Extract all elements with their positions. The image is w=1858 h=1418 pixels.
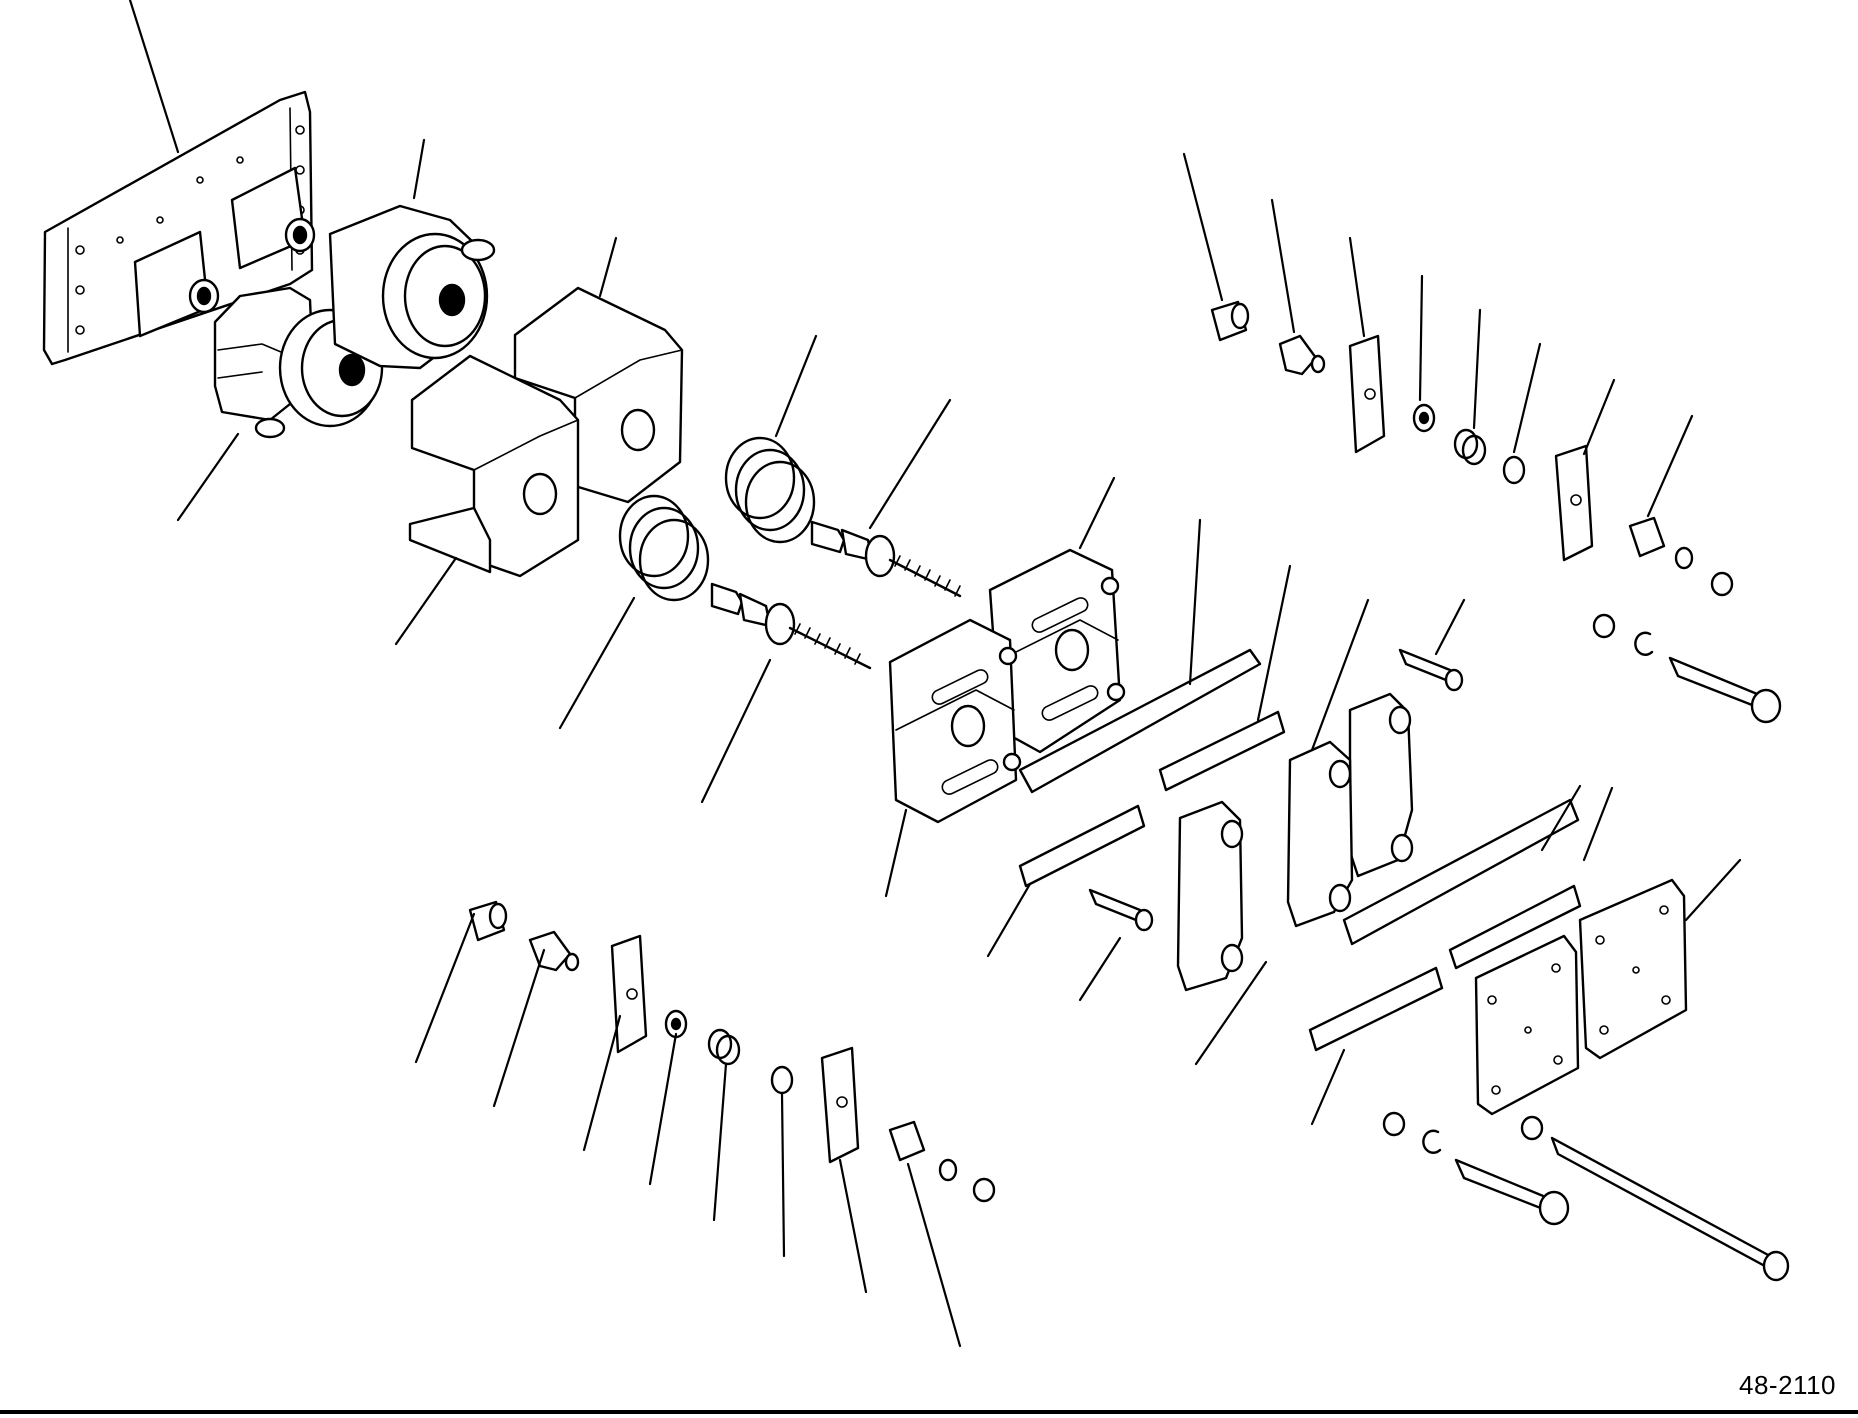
upper-small-parts xyxy=(1210,300,1734,597)
pin-lower xyxy=(1088,888,1154,932)
bottom-rule xyxy=(0,1410,1858,1414)
bridge-contact-rear xyxy=(1348,692,1414,878)
lower-small-parts xyxy=(468,900,996,1203)
leader-lines xyxy=(128,0,1742,1348)
spring-large-lower xyxy=(618,494,710,602)
bridge-contact-front xyxy=(1176,800,1244,992)
contact-bar-1 xyxy=(1018,648,1262,794)
end-plate-front xyxy=(1474,934,1580,1116)
bolt-lower-right xyxy=(1382,1111,1570,1226)
contact-bar-2 xyxy=(1158,710,1286,792)
plunger-lower xyxy=(710,582,872,670)
plunger-upper xyxy=(810,520,962,598)
spring-large-upper xyxy=(724,436,816,544)
shield-housing-front xyxy=(408,354,580,578)
bolt-upper-right xyxy=(1592,613,1782,724)
bridge-contact-mid xyxy=(1286,740,1354,928)
contact-bar-6 xyxy=(1308,966,1444,1052)
figure-id-label: 48-2110 xyxy=(1739,1370,1836,1400)
contact-block-front xyxy=(888,618,1022,824)
shield-housing-rear xyxy=(513,286,684,504)
long-tie-rod xyxy=(1550,1136,1790,1282)
pin-upper xyxy=(1398,648,1464,692)
contact-bar-4 xyxy=(1342,798,1580,946)
contact-bar-5 xyxy=(1448,884,1582,970)
end-plate-rear xyxy=(1578,878,1688,1060)
solenoid-coil-upper xyxy=(328,204,496,370)
contact-bar-3 xyxy=(1018,804,1146,888)
